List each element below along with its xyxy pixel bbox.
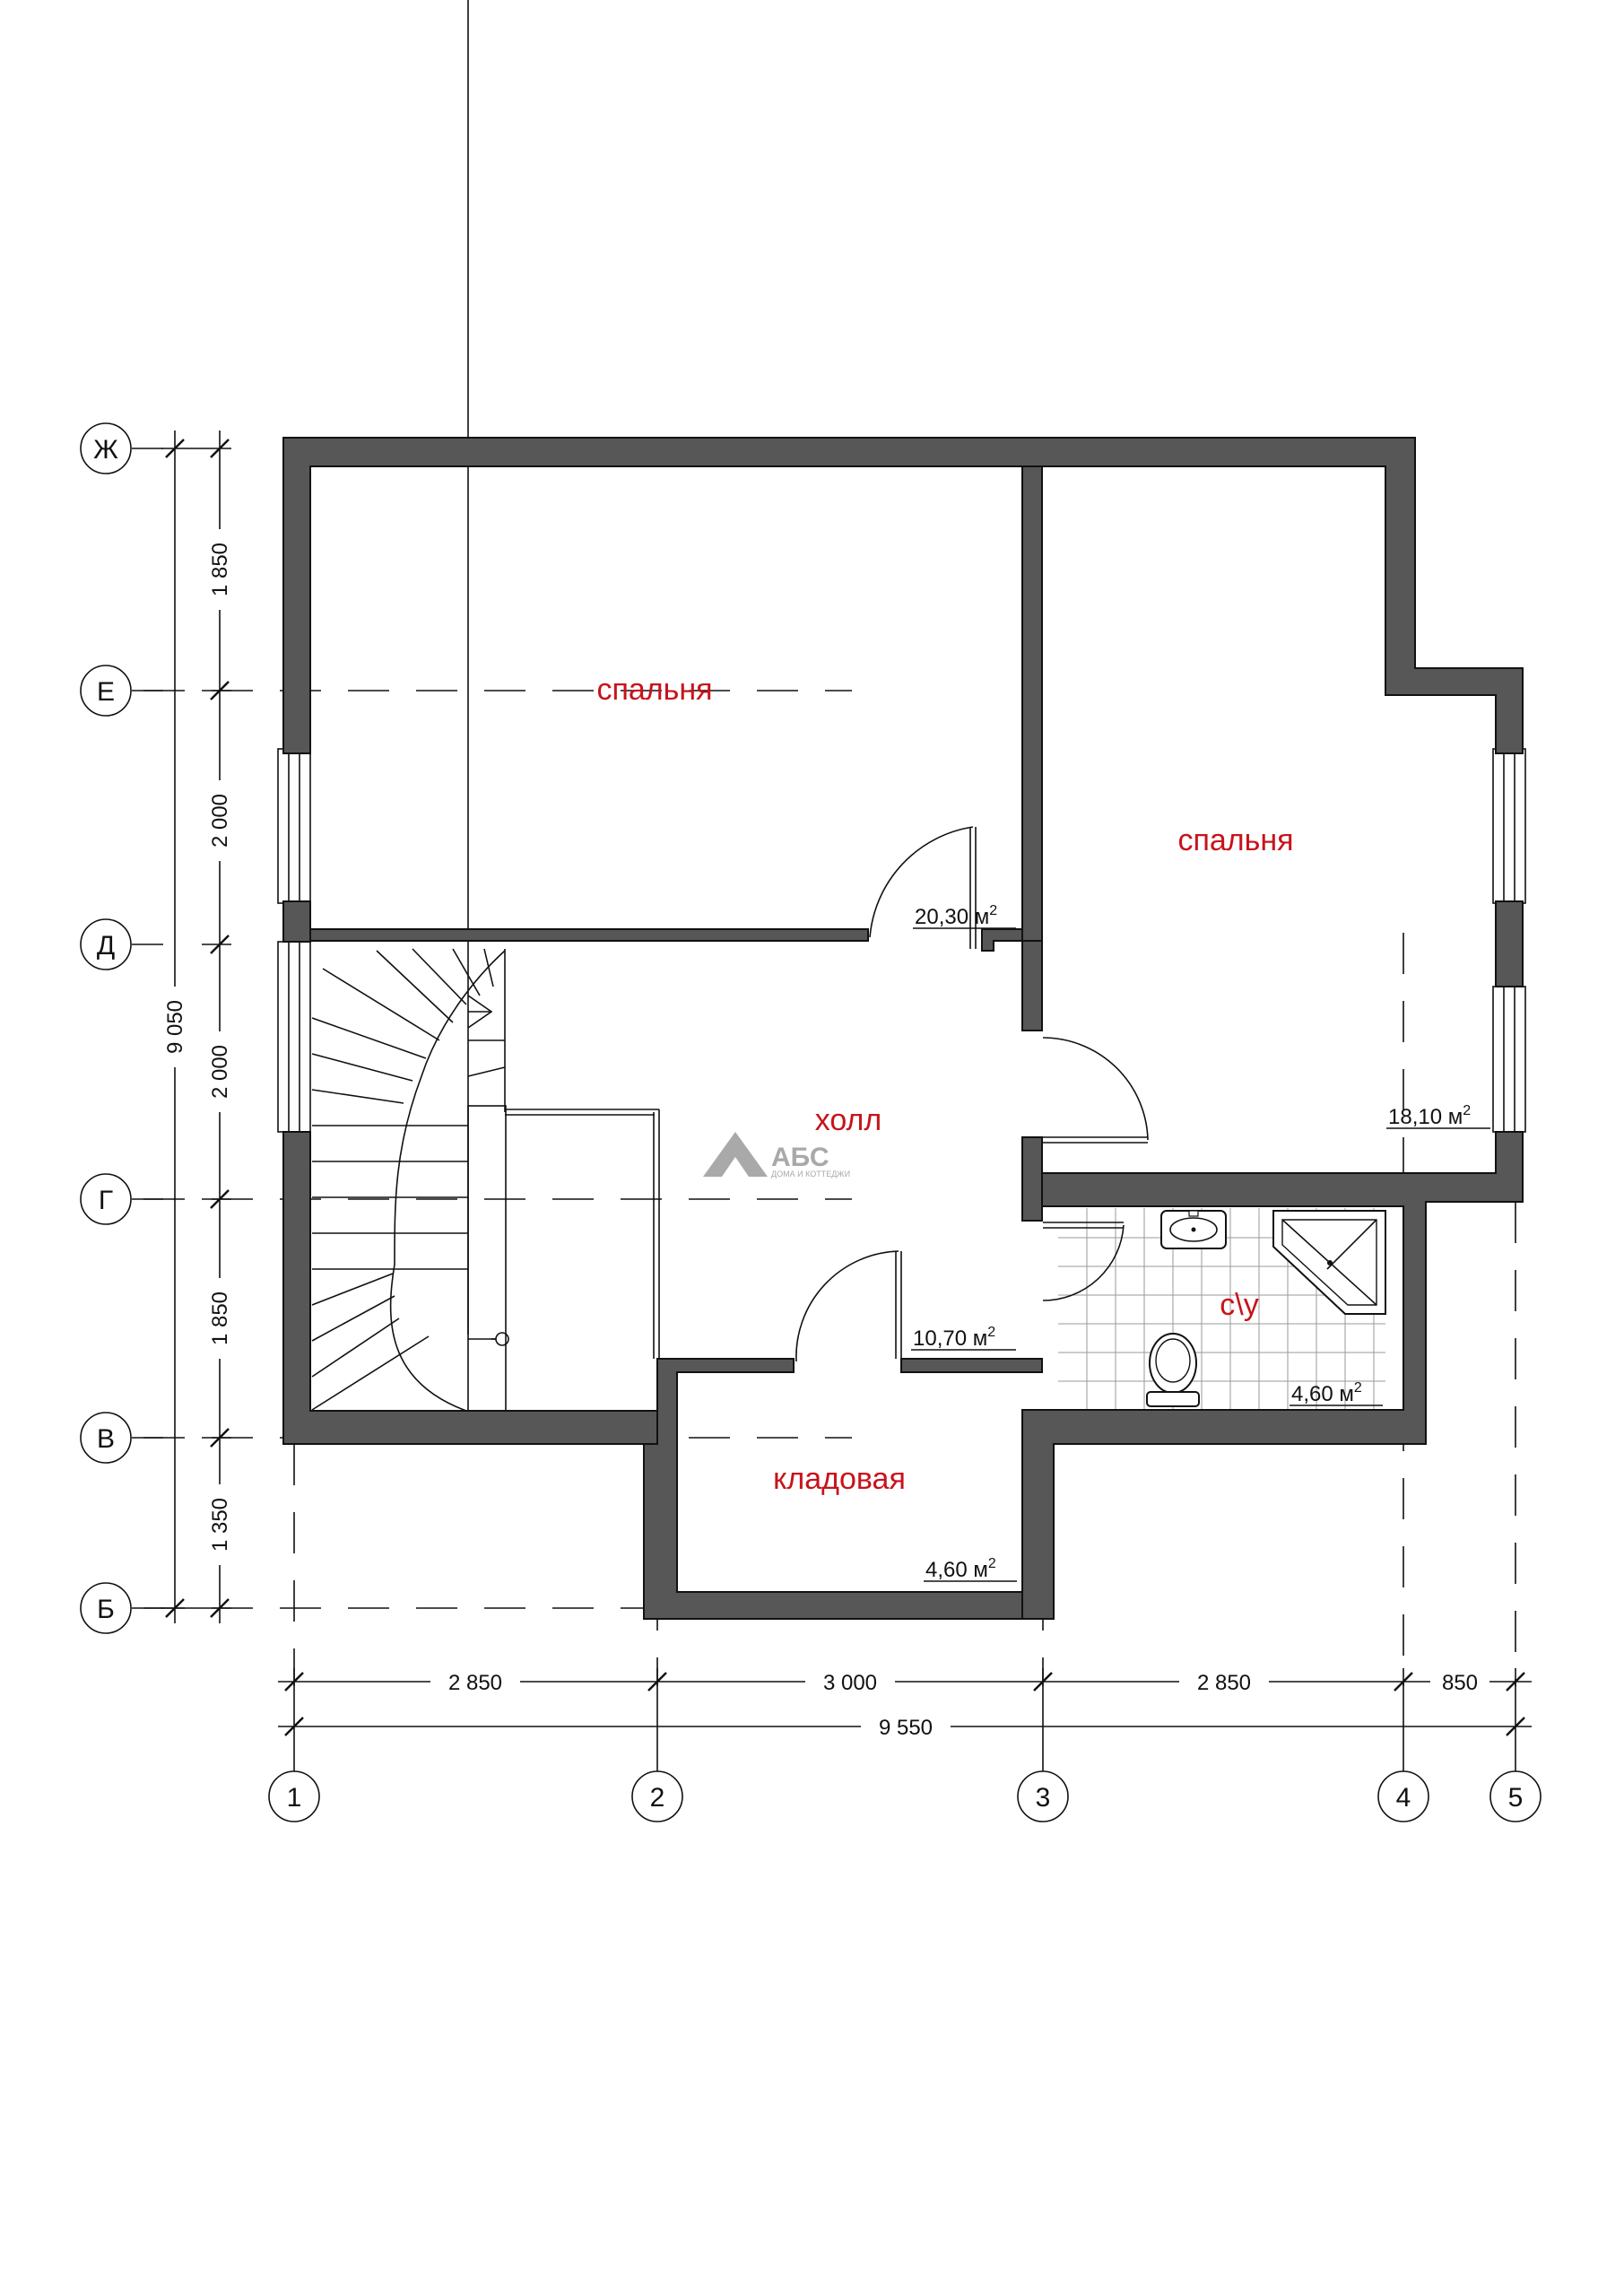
svg-text:20,30 м2: 20,30 м2 xyxy=(915,903,997,929)
door-bedroom-left xyxy=(869,826,977,949)
door-storage xyxy=(795,1250,902,1362)
axis-marker-col: 5 xyxy=(1489,1770,1541,1822)
axis-marker-row: Ж xyxy=(80,422,132,474)
dim-h-1: 2 850 xyxy=(448,1671,502,1695)
window-left-lower xyxy=(277,941,311,1133)
logo-mark-icon xyxy=(703,1132,768,1177)
axis-marker-col: 2 xyxy=(631,1770,683,1822)
axis-marker-row: Д xyxy=(80,918,132,970)
area-bedroom-left: 20,30 м2 xyxy=(913,903,1016,929)
vertical-dimensions: 1 850 2 000 2 000 1 850 1 350 9 050 xyxy=(161,430,233,1623)
svg-text:3: 3 xyxy=(1036,1783,1051,1813)
svg-text:Е: Е xyxy=(97,677,115,707)
area-hall: 10,70 м2 xyxy=(911,1325,1016,1351)
stair-railing xyxy=(505,1109,660,1359)
horizontal-dimensions: 2 850 3 000 2 850 850 9 550 xyxy=(278,1668,1532,1744)
svg-text:Г: Г xyxy=(99,1186,113,1215)
dim-v-3: 2 000 xyxy=(208,1045,232,1099)
toilet xyxy=(1146,1333,1200,1407)
window-left-upper xyxy=(277,748,311,904)
staircase xyxy=(311,0,509,1412)
svg-text:2: 2 xyxy=(650,1783,665,1813)
axis-marker-row: В xyxy=(80,1412,132,1464)
walls xyxy=(282,437,1524,1620)
room-label-bedroom-left: спальня xyxy=(596,673,712,707)
svg-text:1: 1 xyxy=(287,1783,302,1813)
window-right-lower xyxy=(1492,986,1526,1133)
room-label-storage: кладовая xyxy=(773,1462,906,1496)
dim-v-5: 1 350 xyxy=(208,1498,232,1552)
dim-v-2: 2 000 xyxy=(208,794,232,848)
area-storage: 4,60 м2 xyxy=(924,1556,1017,1582)
stair-start-marker xyxy=(495,1332,509,1346)
room-label-bathroom: с\у xyxy=(1220,1288,1258,1322)
svg-text:5: 5 xyxy=(1508,1783,1524,1813)
stair-treads xyxy=(311,948,506,1411)
axis-lines-vertical xyxy=(293,933,1516,1686)
axis-marker-row: Г xyxy=(80,1173,132,1225)
door-bedroom-right xyxy=(1042,1037,1149,1144)
door-hall-bath xyxy=(1042,1222,1125,1301)
dim-h-2: 3 000 xyxy=(823,1671,877,1695)
window-right-upper xyxy=(1492,748,1526,904)
axis-marker-row: Б xyxy=(80,1582,132,1634)
svg-text:4,60 м2: 4,60 м2 xyxy=(1291,1380,1362,1406)
axis-marker-col: 3 xyxy=(1017,1770,1069,1822)
area-bathroom: 4,60 м2 xyxy=(1290,1380,1383,1406)
room-labels: спальня спальня холл кладовая с\у xyxy=(596,673,1293,1496)
shower-tray xyxy=(1272,1210,1386,1315)
svg-text:4,60 м2: 4,60 м2 xyxy=(925,1556,996,1582)
svg-text:10,70 м2: 10,70 м2 xyxy=(913,1325,995,1351)
axis-marker-col: 1 xyxy=(268,1770,320,1822)
axis-marker-row: Е xyxy=(80,665,132,717)
area-bedroom-right: 18,10 м2 xyxy=(1386,1103,1490,1129)
room-label-hall: холл xyxy=(815,1103,881,1137)
dim-v-4: 1 850 xyxy=(208,1292,232,1345)
logo-watermark: АБС ДОМА И КОТТЕДЖИ xyxy=(703,1132,850,1178)
dim-h-4: 850 xyxy=(1442,1671,1478,1695)
svg-text:В: В xyxy=(97,1424,115,1454)
room-label-bedroom-right: спальня xyxy=(1177,823,1293,857)
svg-text:Ж: Ж xyxy=(93,435,118,465)
svg-text:Б: Б xyxy=(97,1595,115,1624)
row-axis-markers: Ж Е Д Г В Б xyxy=(80,422,163,1634)
axis-marker-col: 4 xyxy=(1377,1770,1429,1822)
column-axis-markers: 1 2 3 4 5 xyxy=(268,1695,1541,1822)
area-labels: 20,30 м2 18,10 м2 10,70 м2 4,60 м2 4,60 … xyxy=(911,903,1490,1582)
svg-text:Д: Д xyxy=(97,931,115,961)
dim-v-total: 9 050 xyxy=(163,1000,187,1054)
dim-v-1: 1 850 xyxy=(208,543,232,596)
sink xyxy=(1160,1210,1227,1249)
svg-text:4: 4 xyxy=(1396,1783,1411,1813)
logo-tagline: ДОМА И КОТТЕДЖИ xyxy=(771,1170,850,1178)
dim-h-3: 2 850 xyxy=(1197,1671,1251,1695)
svg-text:18,10 м2: 18,10 м2 xyxy=(1388,1103,1471,1129)
logo-name: АБС xyxy=(771,1143,829,1172)
dim-h-total: 9 550 xyxy=(879,1716,933,1740)
